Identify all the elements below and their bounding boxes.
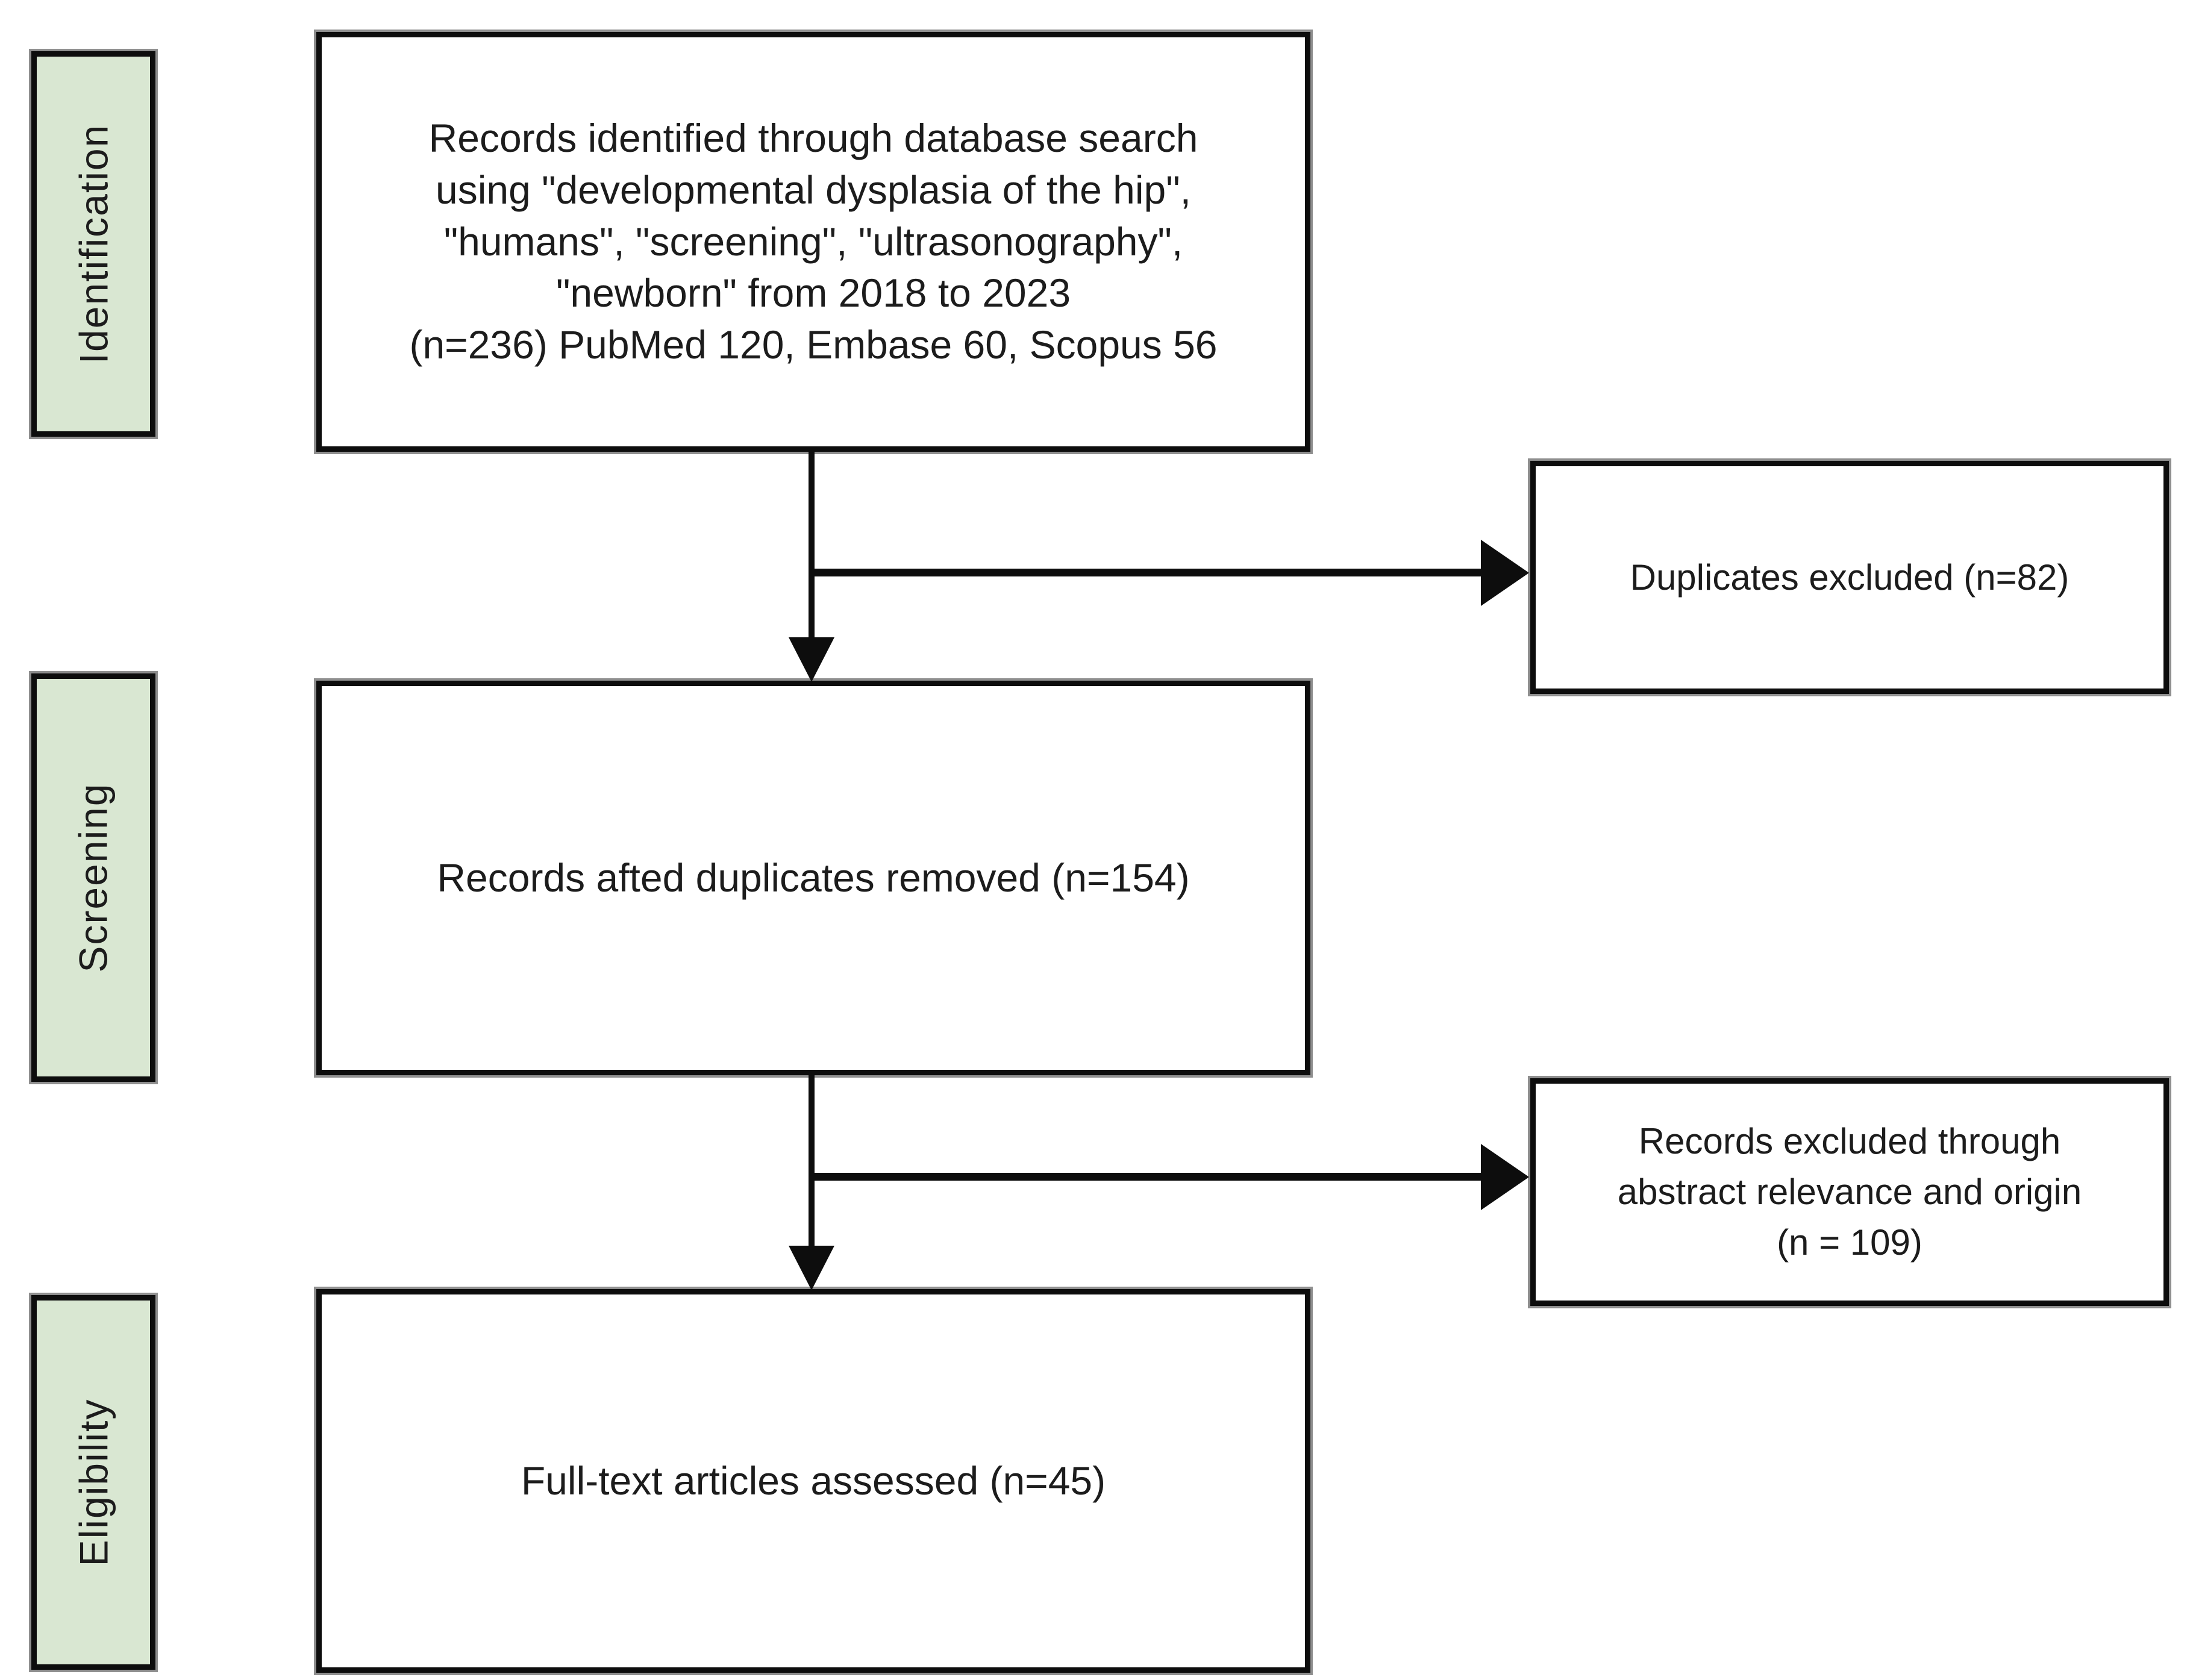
arrow-to-records-excluded-head-icon [1481, 1144, 1529, 1210]
stage-identification: Identification [29, 49, 158, 439]
stage-eligibility: Eligibility [29, 1293, 158, 1672]
arrow-identified-to-screening-line [809, 451, 815, 641]
arrow-screening-to-eligibility-head-icon [789, 1246, 834, 1290]
arrow-screening-to-eligibility-line [809, 1075, 815, 1250]
box-records-identified-text: Records identified through database sear… [409, 116, 1218, 367]
box-duplicates-excluded-text: Duplicates excluded (n=82) [1630, 557, 2069, 598]
box-duplicates-excluded: Duplicates excluded (n=82) [1528, 458, 2171, 696]
arrow-to-duplicates-excluded-line [809, 569, 1484, 576]
stage-identification-label: Identification [71, 123, 116, 364]
arrow-identified-to-screening-head-icon [789, 637, 834, 682]
box-records-excluded-text: Records excluded through abstract releva… [1617, 1121, 2082, 1263]
box-records-excluded: Records excluded through abstract releva… [1528, 1076, 2171, 1308]
stage-screening: Screening [29, 671, 158, 1084]
stage-eligibility-label: Eligibility [71, 1398, 116, 1567]
box-records-after-duplicates-text: Records afted duplicates removed (n=154) [437, 855, 1190, 900]
box-records-after-duplicates: Records afted duplicates removed (n=154) [314, 678, 1313, 1078]
arrow-to-records-excluded-line [809, 1173, 1484, 1181]
box-records-identified: Records identified through database sear… [314, 30, 1313, 454]
stage-screening-label: Screening [71, 782, 116, 973]
box-full-text-assessed-text: Full-text articles assessed (n=45) [521, 1458, 1106, 1503]
arrow-to-duplicates-excluded-head-icon [1481, 540, 1529, 606]
box-full-text-assessed: Full-text articles assessed (n=45) [314, 1287, 1313, 1675]
